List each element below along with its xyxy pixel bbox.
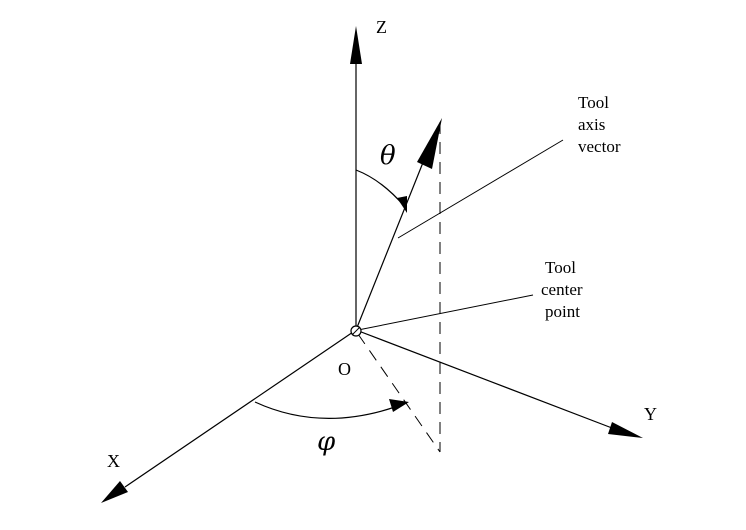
tool-axis-vector-line: [355, 159, 425, 331]
tool-axis-vector-label: Tool axis vector: [578, 93, 621, 156]
tool-center-point-leader: [357, 294, 534, 331]
tool-axis-vector-label-line: axis: [578, 115, 605, 134]
x-axis-label: X: [107, 451, 120, 471]
tool-axis-vector-label-line: vector: [578, 137, 621, 156]
tool-center-point-label-line: point: [545, 302, 580, 321]
tool-axis-vector-leader: [397, 139, 564, 239]
x-axis-arrowhead: [101, 481, 128, 503]
origin-marker-slash: [351, 326, 361, 336]
y-axis-arrowhead: [608, 422, 643, 438]
tool-axis-vector-arrowhead: [417, 118, 442, 169]
phi-label: φ: [317, 427, 336, 457]
phi-arc: [254, 401, 396, 419]
y-axis-label: Y: [644, 404, 657, 424]
theta-label: θ: [380, 141, 396, 171]
tool-axis-vector-label-line: Tool: [578, 93, 609, 112]
theta-arc-arrowhead: [397, 196, 407, 213]
z-axis-arrowhead: [350, 26, 362, 64]
origin-label: O: [338, 359, 351, 379]
tool-center-point-label-line: center: [541, 280, 583, 299]
tool-center-point-label: Tool center point: [541, 258, 587, 321]
tool-center-point-label-line: Tool: [545, 258, 576, 277]
y-axis-line: [355, 329, 613, 429]
z-axis-label: Z: [376, 17, 387, 37]
phi-arc-arrowhead: [389, 399, 409, 412]
theta-arc: [355, 169, 406, 208]
projection-ground-dashed: [357, 333, 441, 453]
x-axis-line: [124, 329, 357, 488]
